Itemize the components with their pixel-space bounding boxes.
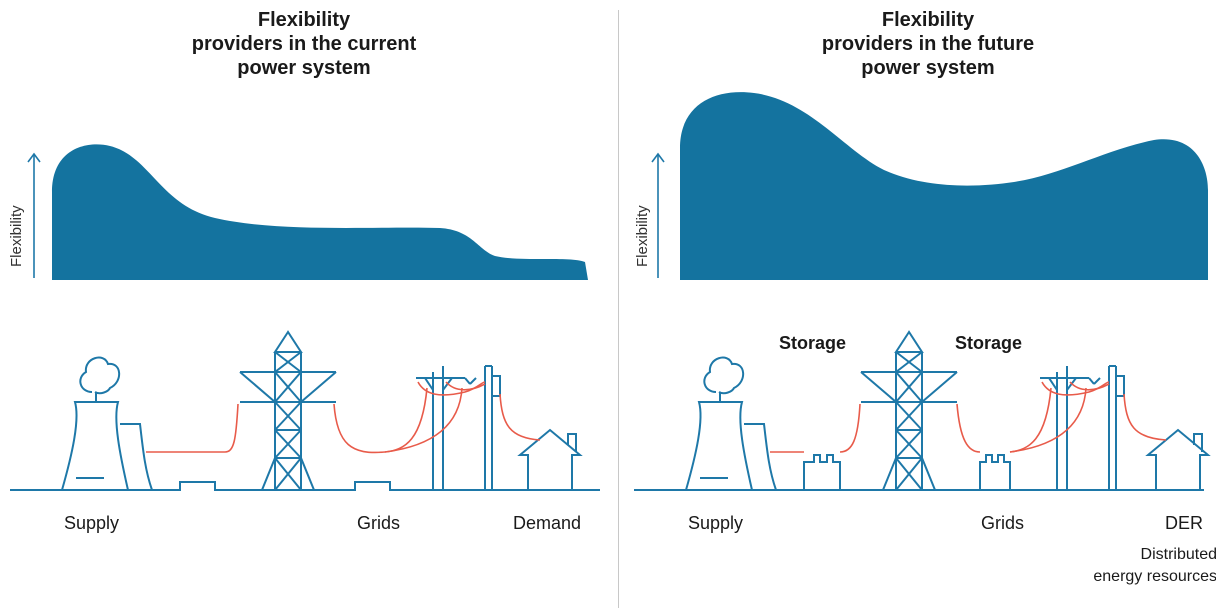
current-power-system-panel: Flexibility providers in the current pow…	[0, 8, 608, 533]
right-power-plant-icon	[685, 356, 777, 491]
right-label-der: DER	[1165, 513, 1204, 533]
left-title-line2: providers in the current	[191, 33, 417, 55]
right-label-storage-left: Storage	[779, 333, 847, 353]
transmission-tower-icon	[239, 330, 337, 491]
panel-divider	[618, 10, 619, 608]
left-ground-line	[10, 481, 600, 491]
power-plant-icon	[61, 356, 153, 491]
right-title-line1: Flexibility	[881, 9, 975, 31]
left-power-lines	[146, 381, 541, 454]
left-flexibility-area	[52, 144, 588, 280]
left-diagram	[10, 144, 600, 491]
distribution-poles-icon	[416, 365, 501, 490]
right-transmission-tower-icon	[860, 330, 958, 491]
storage-unit-icons	[803, 454, 1011, 490]
house-icon	[517, 428, 583, 490]
future-power-system-panel: Flexibility providers in the future powe…	[624, 0, 1216, 610]
right-der-description: Distributed energy resources	[1093, 544, 1216, 588]
right-distribution-poles-icon	[1040, 365, 1125, 490]
right-label-supply: Supply	[688, 513, 744, 533]
right-y-axis-arrow	[651, 152, 665, 278]
right-house-icon	[1145, 428, 1211, 490]
left-title-line1: Flexibility	[257, 9, 351, 31]
right-power-lines	[770, 381, 1167, 453]
right-label-grids: Grids	[981, 513, 1025, 533]
right-der-description-line1: Distributed	[1140, 546, 1216, 563]
right-title-line3: power system	[861, 57, 995, 79]
left-title-line3: power system	[237, 57, 371, 79]
right-der-description-line2: energy resources	[1093, 568, 1216, 585]
left-label-supply: Supply	[64, 513, 120, 533]
left-label-grids: Grids	[357, 513, 401, 533]
left-label-demand: Demand	[513, 513, 582, 533]
right-title-line2: providers in the future	[821, 33, 1035, 55]
left-y-axis-arrow	[27, 152, 41, 278]
right-flexibility-area	[680, 92, 1208, 280]
left-title: Flexibility providers in the current pow…	[0, 8, 608, 80]
right-title: Flexibility providers in the future powe…	[624, 8, 1216, 80]
right-label-storage-right: Storage	[955, 333, 1023, 353]
right-diagram	[634, 92, 1211, 491]
